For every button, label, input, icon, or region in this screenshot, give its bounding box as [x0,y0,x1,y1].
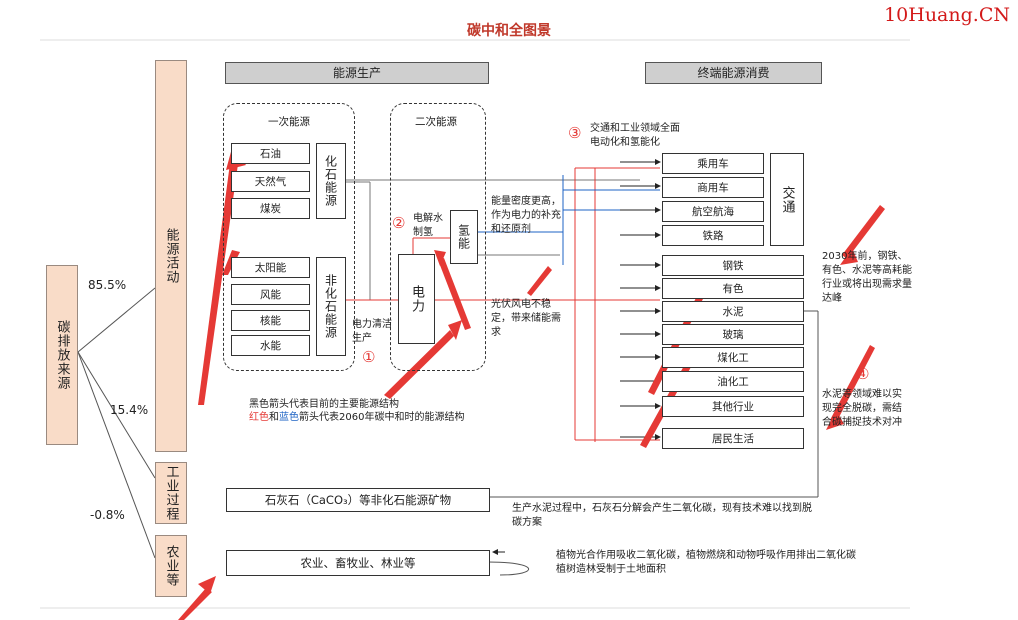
industrial-process-box: 工业过程 [155,462,187,524]
note-peak: 2030年前，钢铁、有色、水泥等高耗能行业或将出现需求量达峰 [822,251,912,304]
secondary-energy-group [390,103,486,371]
agriculture-sector-box: 农业、畜牧业、林业等 [226,550,490,576]
note-limestone: 生产水泥过程中，石灰石分解会产生二氧化碳，现有技术难以找到脱碳方案 [512,503,812,528]
consumption-oil-chemical: 油化工 [662,371,804,392]
note-agri-2: 植树造林受制于土地面积 [556,564,666,575]
nonfossil-item-nuclear: 核能 [231,310,310,331]
diagram-title: 碳中和全图景 [467,23,551,39]
consumption-other-industry: 其他行业 [662,396,804,417]
legend-red-word: 红色 [249,412,269,423]
nonfossil-item-hydro: 水能 [231,335,310,356]
carbon-source-box: 碳排放来源 [46,265,78,445]
nonfossil-group-label: 非化石能源 [316,257,346,356]
circled-2: ② [392,214,406,232]
pct-industrial: 15.4% [110,403,149,417]
fossil-group-label: 化石能源 [316,143,346,219]
energy-activity-box: 能源活动 [155,60,187,452]
note-transport: 交通和工业领域全面电动化和氢能化 [590,123,680,148]
circled-4: ④ [856,365,870,383]
primary-energy-group [223,103,355,371]
pct-energy: 85.5% [88,278,127,292]
consumption-railway: 铁路 [662,225,764,246]
consumption-cement: 水泥 [662,301,804,322]
fossil-item-coal: 煤炭 [231,198,310,219]
note-cement-ccs: 水泥等领域难以实现完全脱碳，需结合碳捕捉技术对冲 [822,389,902,428]
limestone-box: 石灰石（CaCO₃）等非化石能源矿物 [226,488,490,512]
legend-and: 和 [269,412,279,423]
hydrogen-box: 氢能 [450,210,478,264]
legend-black: 黑色箭头代表目前的主要能源结构 [249,399,399,410]
consumption-residential: 居民生活 [662,428,804,449]
watermark: 10Huang.CN [884,4,1010,26]
legend-blue-word: 蓝色 [279,412,299,423]
circled-1: ① [362,348,376,366]
header-consumption: 终端能源消费 [645,62,822,84]
legend-rest: 箭头代表2060年碳中和时的能源结构 [299,412,465,423]
legend-colored: 红色和蓝色箭头代表2060年碳中和时的能源结构 [249,411,464,425]
note-agri-1: 植物光合作用吸收二氧化碳，植物燃烧和动物呼吸作用排出二氧化碳 [556,550,856,561]
consumption-steel: 钢铁 [662,255,804,276]
consumption-nonferrous: 有色 [662,278,804,299]
note-clean-power: 电力清洁生产 [352,319,392,344]
agriculture-box: 农业等 [155,535,187,597]
nonfossil-item-solar: 太阳能 [231,257,310,278]
consumption-passenger-car: 乘用车 [662,153,764,174]
consumption-aviation-shipping: 航空航海 [662,201,764,222]
note-density: 能量密度更高，作为电力的补充和还原剂 [491,196,561,235]
consumption-coal-chemical: 煤化工 [662,347,804,368]
primary-energy-label: 一次能源 [268,116,310,128]
note-pv: 光伏风电不稳定，带来储能需求 [491,299,561,338]
electricity-box: 电力 [398,254,435,344]
fossil-item-gas: 天然气 [231,171,310,192]
secondary-energy-label: 二次能源 [415,116,457,128]
consumption-commercial-vehicle: 商用车 [662,177,764,198]
transport-group-label: 交通 [770,153,804,246]
nonfossil-item-wind: 风能 [231,284,310,305]
fossil-item-oil: 石油 [231,143,310,164]
consumption-glass: 玻璃 [662,324,804,345]
pct-agriculture: -0.8% [90,508,125,522]
note-electrolysis: 电解水制氢 [413,213,443,238]
header-production: 能源生产 [225,62,489,84]
circled-3: ③ [568,124,582,142]
